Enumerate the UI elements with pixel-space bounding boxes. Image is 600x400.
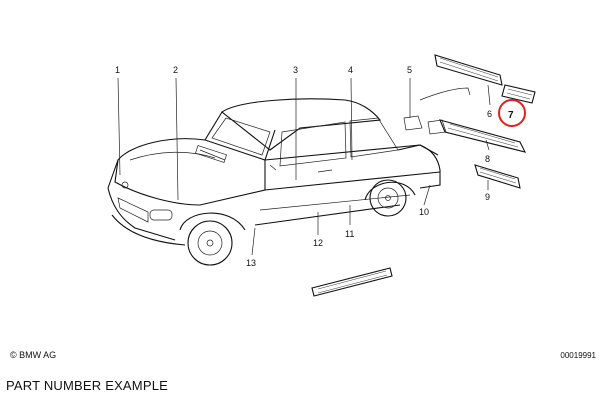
callout-6: 6 <box>487 109 492 119</box>
callout-11: 11 <box>345 229 354 239</box>
callout-1: 1 <box>115 65 120 75</box>
leader-lines <box>117 77 491 256</box>
callout-13: 13 <box>246 258 256 268</box>
callout-10: 10 <box>419 207 429 217</box>
parts-diagram: 1 2 3 4 5 6 7 8 9 10 11 12 13 <box>107 54 536 297</box>
emblem-part-5 <box>403 87 471 135</box>
loose-trim-strip <box>311 267 393 297</box>
callout-labels: 1 2 3 4 5 6 7 8 9 10 11 12 13 <box>115 65 514 268</box>
callout-2: 2 <box>173 65 178 75</box>
callout-9: 9 <box>485 192 490 202</box>
callout-7: 7 <box>508 110 514 121</box>
trim-strip-part-7 <box>501 84 536 104</box>
callout-4: 4 <box>348 65 353 75</box>
car-body <box>107 98 441 266</box>
copyright-notice: © BMW AG <box>10 350 57 360</box>
caption: PART NUMBER EXAMPLE <box>6 378 169 393</box>
callout-3: 3 <box>293 65 298 75</box>
trim-strip-part-6 <box>434 54 503 86</box>
highlight-circle <box>498 99 526 127</box>
sill-trim-part-8 <box>439 119 527 153</box>
callout-8: 8 <box>485 154 490 164</box>
callout-5: 5 <box>407 65 412 75</box>
trim-piece-part-9 <box>474 164 521 189</box>
image-number: 00019991 <box>560 351 596 360</box>
callout-12: 12 <box>313 238 323 248</box>
